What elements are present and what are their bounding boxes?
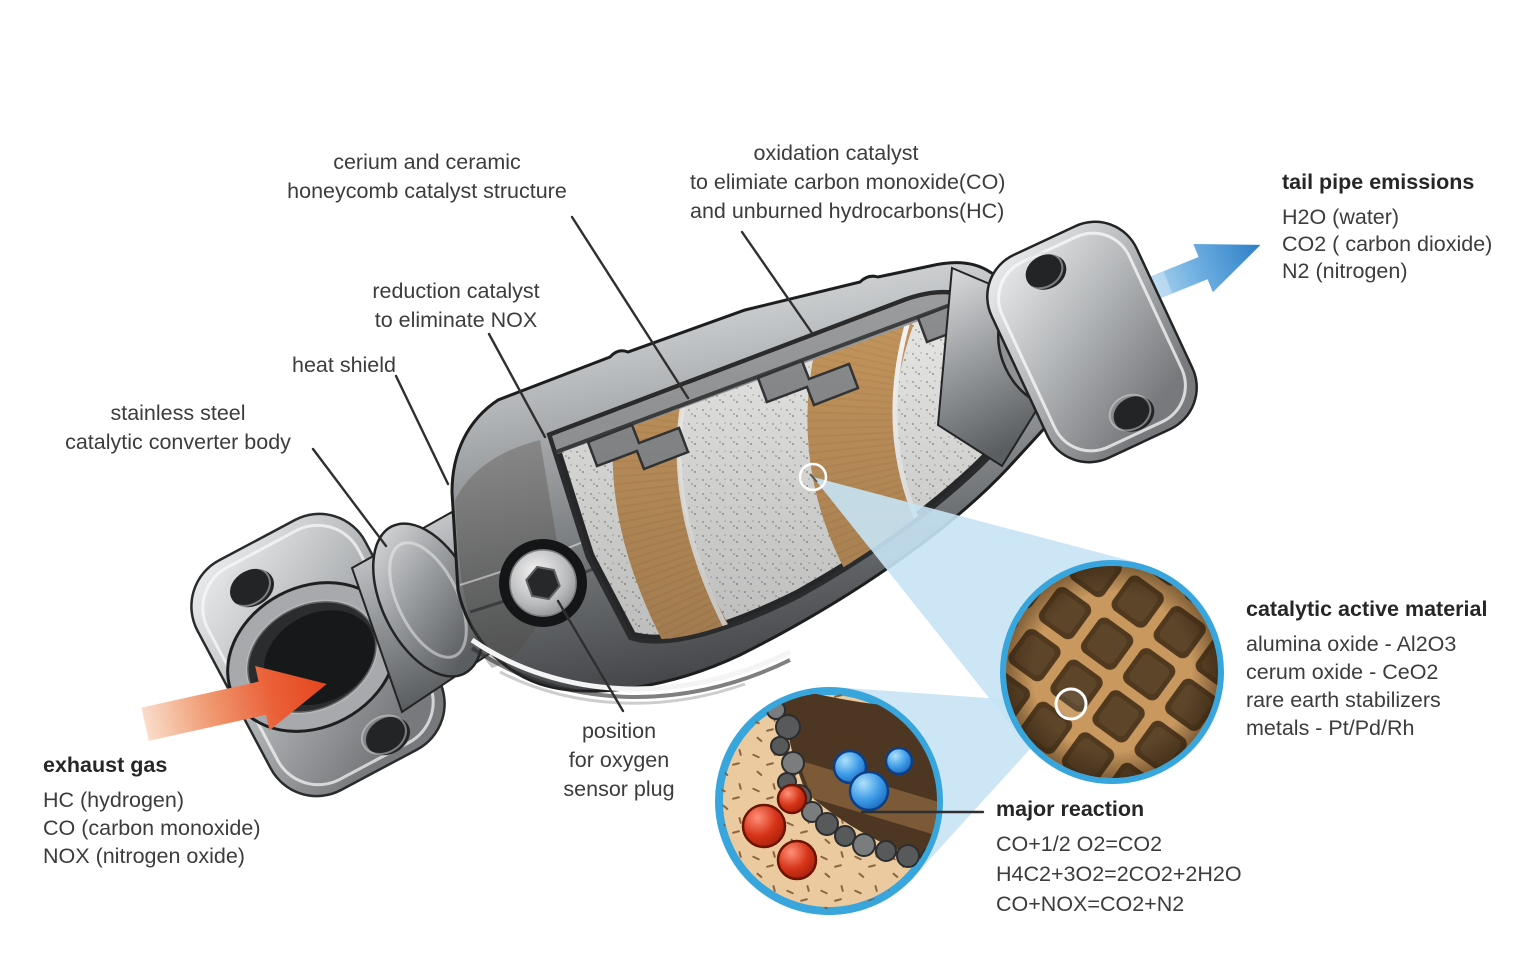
label-title: tail pipe emissions xyxy=(1282,170,1475,194)
label-line: for oxygen xyxy=(568,748,670,772)
honeycomb-detail-circle xyxy=(1000,560,1224,784)
label-tail-pipe-emissions: tail pipe emissions H2O (water) CO2 ( ca… xyxy=(1282,168,1492,284)
label-line: cerum oxide - CeO2 xyxy=(1246,660,1439,684)
label-line: metals - Pt/Pd/Rh xyxy=(1246,716,1415,740)
label-major-reaction: major reaction CO+1/2 O2=CO2 H4C2+3O2=2C… xyxy=(996,795,1242,920)
leader-cerium xyxy=(570,215,690,400)
red-gas-molecules xyxy=(741,783,818,881)
label-reduction-catalyst: reduction catalyst to eliminate NOX xyxy=(341,277,571,335)
label-line: heat shield xyxy=(292,353,396,377)
label-line: reduction catalyst xyxy=(372,279,540,303)
label-oxidation-catalyst: oxidation catalyst to elimiate carbon mo… xyxy=(690,139,1006,226)
label-title: exhaust gas xyxy=(43,753,168,777)
label-line: alumina oxide - Al2O3 xyxy=(1246,632,1457,656)
label-line: H2O (water) xyxy=(1282,205,1400,229)
label-line: to elimiate carbon monoxide(CO) xyxy=(690,170,1006,194)
label-cerium-honeycomb: cerium and ceramic honeycomb catalyst st… xyxy=(262,148,592,206)
label-line: catalytic converter body xyxy=(65,430,291,454)
label-line: honeycomb catalyst structure xyxy=(287,179,567,203)
leader-oxidation xyxy=(740,230,814,335)
label-title: major reaction xyxy=(996,797,1145,821)
label-line: oxidation catalyst xyxy=(753,141,919,165)
label-exhaust-gas: exhaust gas HC (hydrogen) CO (carbon mon… xyxy=(43,751,260,870)
label-line: NOX (nitrogen oxide) xyxy=(43,844,245,868)
label-title: catalytic active material xyxy=(1246,597,1488,621)
leader-reduction xyxy=(487,332,547,439)
oxygen-sensor-plug xyxy=(499,539,587,627)
label-line: stainless steel xyxy=(110,401,246,425)
label-converter-body: stainless steel catalytic converter body xyxy=(40,399,316,457)
label-line: to eliminate NOX xyxy=(374,308,538,332)
label-heat-shield: heat shield xyxy=(292,351,396,379)
label-line: CO+1/2 O2=CO2 xyxy=(996,832,1163,856)
label-line: H4C2+3O2=2CO2+2H2O xyxy=(996,862,1242,886)
leader-body xyxy=(311,447,388,548)
label-line: N2 (nitrogen) xyxy=(1282,259,1408,283)
outlet-flange xyxy=(986,220,1198,464)
label-line: HC (hydrogen) xyxy=(43,788,184,812)
label-line: CO2 ( carbon dioxide) xyxy=(1282,232,1493,256)
leader-heat-shield xyxy=(394,374,450,486)
leader-lines xyxy=(311,215,985,814)
detail-marker-circle xyxy=(1054,687,1088,721)
label-line: sensor plug xyxy=(563,777,675,801)
leader-oxygen-sensor xyxy=(556,599,625,713)
label-line: CO+NOX=CO2+N2 xyxy=(996,892,1185,916)
label-line: rare earth stabilizers xyxy=(1246,688,1441,712)
label-line: cerium and ceramic xyxy=(333,150,521,174)
heat-shield-edge xyxy=(470,646,791,699)
blue-gas-molecules xyxy=(832,746,914,812)
reaction-detail-circle xyxy=(715,687,943,915)
hex-socket xyxy=(525,565,561,601)
label-catalytic-active-material: catalytic active material alumina oxide … xyxy=(1246,595,1487,742)
label-line: and unburned hydrocarbons(HC) xyxy=(690,199,1005,223)
label-line: CO (carbon monoxide) xyxy=(43,816,261,840)
exhaust-gas-arrow xyxy=(141,666,327,741)
label-line: position xyxy=(581,719,657,743)
label-oxygen-sensor: position for oxygen sensor plug xyxy=(540,717,698,804)
